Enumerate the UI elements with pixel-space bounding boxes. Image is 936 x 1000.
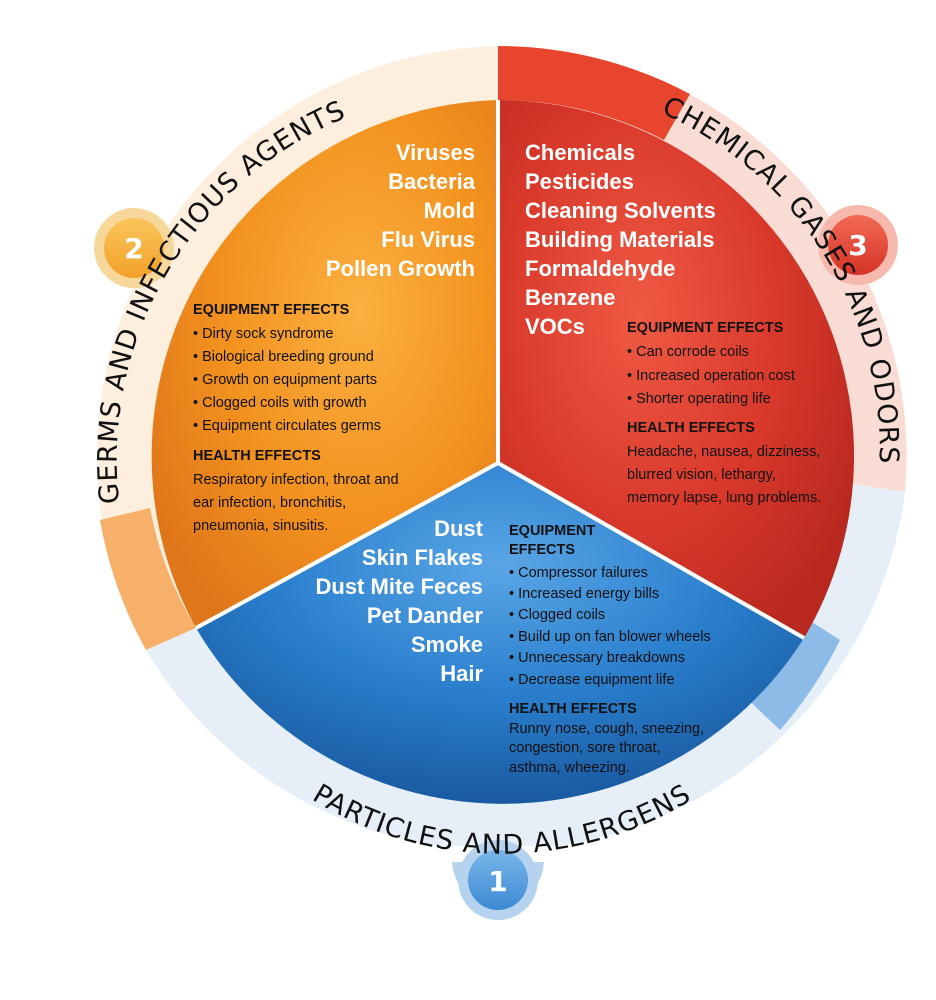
germs-health-line: Respiratory infection, throat and	[193, 472, 399, 488]
particles-equipment-effect: • Increased energy bills	[509, 586, 659, 602]
germs-equipment-effect: • Biological breeding ground	[193, 349, 374, 365]
ring-segment-chemical-edge	[498, 46, 690, 140]
chemical-item: Pesticides	[525, 169, 634, 194]
particles-content: Dust Skin Flakes Dust Mite Feces Pet Dan…	[316, 516, 711, 776]
germs-health-line: pneumonia, sinusitis.	[193, 518, 328, 534]
particles-item: Skin Flakes	[362, 545, 483, 570]
particles-item: Dust Mite Feces	[316, 574, 484, 599]
badge-1-number: 1	[488, 865, 507, 898]
chemical-equipment-effect: • Shorter operating life	[627, 391, 771, 407]
badge-2: 2	[94, 208, 174, 288]
germs-item: Bacteria	[388, 169, 476, 194]
badge-3-number: 3	[848, 229, 867, 262]
chemical-equipment-effect: • Can corrode coils	[627, 344, 749, 360]
badge-1: 1	[452, 840, 544, 920]
chemical-item: Chemicals	[525, 140, 635, 165]
particles-health-line: asthma, wheezing.	[509, 760, 630, 776]
germs-equipment-heading: EQUIPMENT EFFECTS	[193, 302, 350, 318]
germs-equipment-effect: • Growth on equipment parts	[193, 372, 377, 388]
badge-3: 3	[818, 205, 898, 285]
particles-equipment-effect: • Compressor failures	[509, 565, 648, 581]
germs-item: Mold	[424, 198, 475, 223]
chemical-health-heading: HEALTH EFFECTS	[627, 420, 755, 436]
divider-left	[195, 461, 499, 630]
chemical-health-line: Headache, nausea, dizziness,	[627, 444, 820, 460]
germs-equipment-effect: • Dirty sock syndrome	[193, 326, 333, 342]
ring-segment-particles-edge	[742, 612, 840, 730]
particles-equipment-effect: • Build up on fan blower wheels	[509, 629, 711, 645]
chemical-health-line: blurred vision, lethargy,	[627, 467, 776, 483]
germs-health-heading: HEALTH EFFECTS	[193, 448, 321, 464]
chemical-content: Chemicals Pesticides Cleaning Solvents B…	[525, 140, 821, 506]
chemical-item: VOCs	[525, 314, 585, 339]
chemical-equipment-heading: EQUIPMENT EFFECTS	[627, 320, 784, 336]
chemical-item: Building Materials	[525, 227, 714, 252]
ring-segment-germs-edge	[100, 508, 196, 650]
particles-health-heading: HEALTH EFFECTS	[509, 701, 637, 717]
chemical-equipment-effect: • Increased operation cost	[627, 368, 795, 384]
sector-particles	[196, 463, 804, 804]
particles-item: Pet Dander	[367, 603, 484, 628]
chemical-health-line: memory lapse, lung problems.	[627, 490, 821, 506]
particles-equipment-effect: • Decrease equipment life	[509, 672, 674, 688]
germs-item: Viruses	[396, 140, 475, 165]
chemical-item: Benzene	[525, 285, 615, 310]
germs-item: Flu Virus	[381, 227, 475, 252]
germs-item: Pollen Growth	[326, 256, 475, 281]
particles-equipment-effect: • Clogged coils	[509, 607, 605, 623]
germs-health-line: ear infection, bronchitis,	[193, 495, 346, 511]
germs-content: Viruses Bacteria Mold Flu Virus Pollen G…	[193, 140, 476, 534]
particles-item: Smoke	[411, 632, 483, 657]
chemical-item: Cleaning Solvents	[525, 198, 716, 223]
divider-right	[497, 461, 805, 640]
germs-equipment-effect: • Clogged coils with growth	[193, 395, 367, 411]
particles-health-line: Runny nose, cough, sneezing,	[509, 721, 704, 737]
particles-equipment-effect: • Unnecessary breakdowns	[509, 650, 685, 666]
particles-equipment-heading: EQUIPMENT	[509, 523, 595, 539]
chemical-item: Formaldehyde	[525, 256, 675, 281]
particles-item: Dust	[434, 516, 484, 541]
germs-equipment-effect: • Equipment circulates germs	[193, 418, 381, 434]
particles-health-line: congestion, sore throat,	[509, 740, 661, 756]
particles-equipment-heading: EFFECTS	[509, 542, 575, 558]
sector-germs	[151, 100, 499, 628]
sector-chemical	[498, 100, 855, 638]
particles-item: Hair	[440, 661, 483, 686]
badge-2-number: 2	[124, 232, 143, 265]
ring-segment-germs	[97, 46, 498, 650]
